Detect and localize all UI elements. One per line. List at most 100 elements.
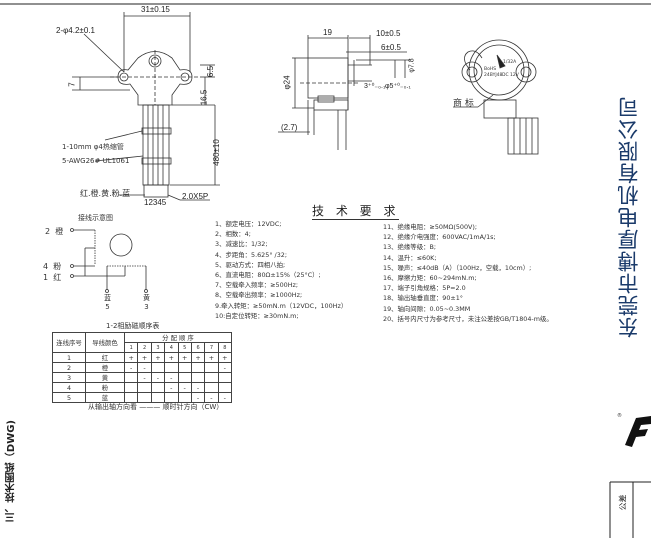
requirement: 10:自定位转矩：≥30mN.m; [215,311,299,320]
requirement: 7、空载牵入频率：≥500Hz; [215,281,299,290]
wire-note: 5-AWG26# UL1061 [62,157,130,165]
pin-numbers: 12345 [144,198,167,207]
tolerance-label: 公差 [618,494,628,511]
row-cell: - [190,392,206,403]
dim-cable-length: 480±10 [211,139,221,166]
row-cell [204,362,219,373]
row-color: 橙 [85,362,125,373]
dim-7: 7 [67,82,77,87]
row-cell: - [137,372,152,383]
lead-2: 2 橙 [45,227,64,236]
step-header: 5 [177,342,192,353]
wire-colors: 红.橙.黄.粉.蓝 [80,189,131,198]
sleeve-note: 1-10mm φ4热缩管 [62,143,124,151]
row-cell: + [150,352,166,363]
row-cell [190,372,206,383]
step-header: 2 [137,342,152,353]
row-cell [177,372,192,383]
step-header: 6 [190,342,206,353]
row-cell [190,362,206,373]
row-cell: + [217,352,233,363]
row-cell [217,372,233,383]
header-seq: 连线序号 [52,332,86,353]
row-cell: + [190,352,206,363]
requirement: 18、输出轴垂直度：90±1° [383,294,464,303]
wiring-title: 接线示意图 [78,214,113,222]
requirement: 2、相数：4; [215,230,251,239]
tech-title: 技 术 要 求 [312,204,400,220]
row-cell: + [123,352,139,363]
row-cell [137,382,152,393]
header-dist: 分 配 顺 序 [124,332,232,343]
requirement: 12、绝缘介电强度：600VAC/1mA/1s; [383,233,496,242]
row-seq: 1 [52,352,86,363]
row-cell: - [204,392,219,403]
trademark-label: 商 标 [453,99,474,109]
row-seq: 5 [52,392,86,403]
row-cell [150,382,166,393]
label-view-drawing [453,39,539,155]
row-cell: - [150,372,166,383]
row-cell [204,372,219,383]
row-cell: + [137,352,152,363]
row-cell [164,392,179,403]
requirement: 1、额定电压：12VDC; [215,220,282,228]
label-voltage: DC 12V [502,73,519,78]
connector-spec: 2.0X5P [182,192,209,201]
dim-holes: 2-φ4.2±0.1 [56,26,95,35]
row-seq: 2 [52,362,86,373]
row-color: 蓝 [85,392,125,403]
wiring-diagram [70,228,148,293]
label-model: BoHS [484,67,497,72]
dim-phi24: φ24 [282,75,292,90]
requirements-right: 11、绝缘电阻：≥50MΩ(500V); 12、绝缘介电强度：600VAC/1m… [383,222,553,324]
dim-phi5: φ5⁺⁰₋₀.₁ [385,83,411,90]
dim-7-8: φ7.8 [408,58,416,73]
row-cell [177,392,192,403]
row-cell: - [137,362,152,373]
row-cell: + [204,352,219,363]
requirement: 11、绝缘电阻：≥50MΩ(500V); [383,223,478,231]
side-view-drawing [278,35,410,150]
dim-10: 10±0.5 [376,29,401,38]
requirement: 5、驱动方式：四相八拍; [215,260,286,269]
requirements-left: 1、额定电压：12VDC; 2、相数：4; 3、减速比：1/32; 4、步距角：… [215,219,347,321]
label-part: 24BYJ48 [484,73,503,78]
requirement: 14、温升：≤60K; [383,253,437,262]
dim-19: 19 [323,28,332,37]
row-cell [164,362,179,373]
row-cell: - [217,392,233,403]
row-cell: + [177,352,192,363]
lead-1: 1 红 [43,273,62,282]
dim-16-5: 16.5 [199,89,209,106]
dim-6-5: 6.5 [206,65,216,78]
row-cell [204,382,219,393]
requirement: 4、步距角：5.625° /32; [215,250,287,259]
row-seq: 3 [52,372,86,383]
sequence-table-title: 1-2相励磁顺序表 [106,322,160,330]
step-header: 4 [164,342,179,353]
requirement: 3、减速比：1/32; [215,240,268,249]
company-name: 东莞市博厚电机有限公司 [617,96,641,338]
row-cell [123,392,139,403]
label-ratio: 1/32A [503,60,517,65]
requirement: 13、绝缘等级：B; [383,243,437,252]
row-color: 红 [85,352,125,363]
row-cell [123,382,139,393]
row-cell: - [177,382,192,393]
requirement: 9.牵入转矩：≥50mN.m（12VDC，100Hz） [215,301,348,310]
row-cell: - [123,362,139,373]
front-view-drawing [72,12,220,201]
requirement: 20、括号内尺寸为参考尺寸，未注公差按GB/T1804-m级。 [383,314,553,323]
row-cell: - [164,372,179,383]
requirement: 15、噪声：≤40dB（A）（100Hz，空载，10cm）; [383,263,532,272]
header-color: 导线颜色 [85,332,125,353]
row-cell: + [164,352,179,363]
row-color: 粉 [85,382,125,393]
